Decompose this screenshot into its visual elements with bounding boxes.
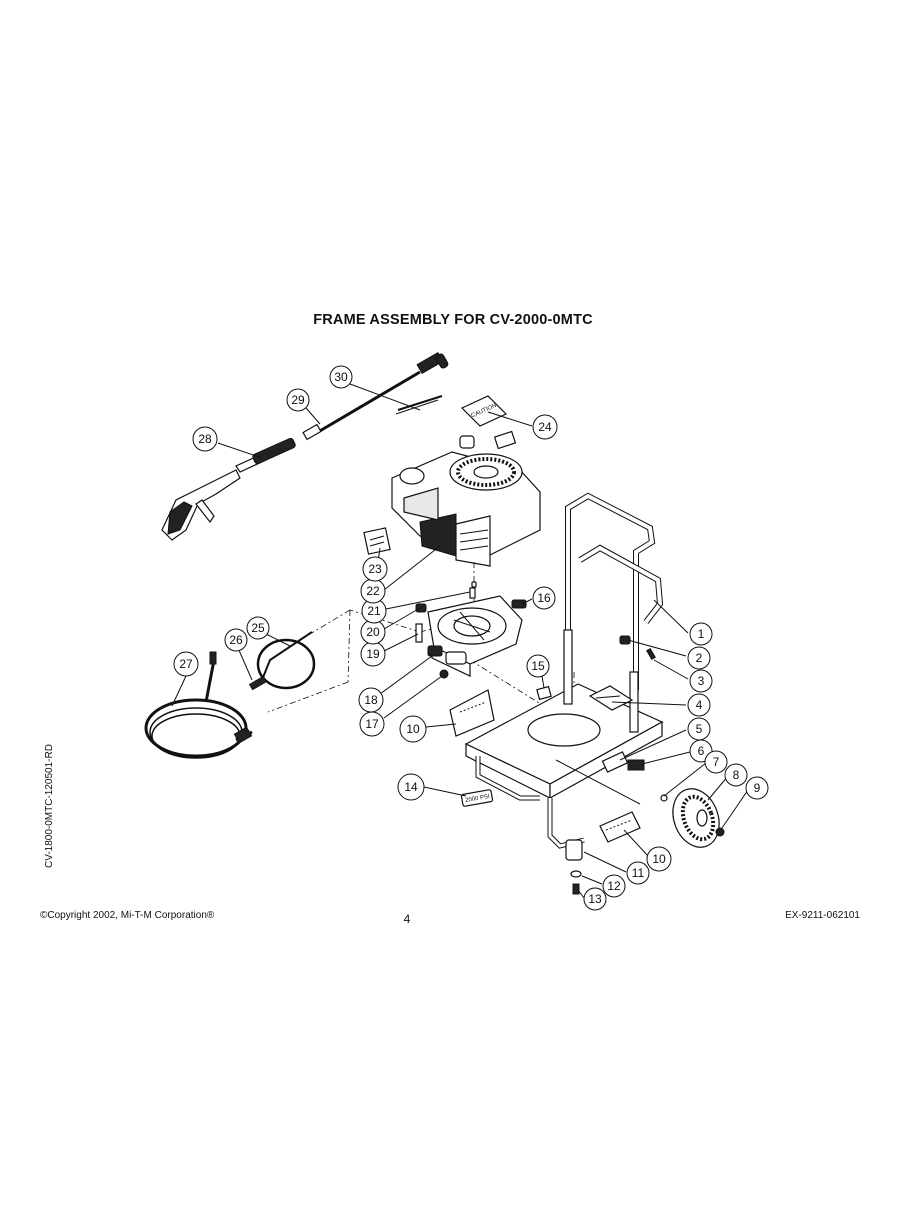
- callout-11: 11: [626, 861, 650, 885]
- callout-19: 19: [360, 641, 386, 667]
- svg-text:25: 25: [251, 621, 265, 635]
- svg-text:10: 10: [652, 852, 666, 866]
- svg-text:27: 27: [179, 657, 193, 671]
- svg-text:30: 30: [334, 370, 348, 384]
- callout-27: 27: [173, 651, 199, 677]
- svg-text:14: 14: [404, 780, 418, 794]
- callout-10a: 10: [399, 715, 427, 743]
- leader-lines: [171, 383, 749, 899]
- callout-25: 25: [246, 616, 270, 640]
- svg-text:8: 8: [733, 768, 740, 782]
- callout-26: 26: [224, 628, 248, 652]
- svg-text:20: 20: [366, 625, 380, 639]
- svg-text:3: 3: [698, 674, 705, 688]
- callout-22: 22: [360, 578, 386, 604]
- document-code: EX-9211-062101: [785, 910, 860, 921]
- callout-14: 14: [397, 773, 425, 801]
- svg-text:1: 1: [698, 627, 705, 641]
- engine: [391, 430, 541, 567]
- callout-3: 3: [689, 669, 713, 693]
- caution-decal: CAUTION: [460, 395, 508, 427]
- callout-10b: 10: [646, 846, 672, 872]
- svg-text:10: 10: [406, 722, 420, 736]
- wheel: [660, 788, 725, 848]
- callout-8: 8: [724, 763, 748, 787]
- callout-16: 16: [532, 586, 556, 610]
- svg-text:13: 13: [588, 892, 602, 906]
- callout-4: 4: [687, 693, 711, 717]
- svg-text:19: 19: [366, 647, 380, 661]
- callout-28: 28: [192, 426, 218, 452]
- svg-text:28: 28: [198, 432, 212, 446]
- svg-text:7: 7: [713, 755, 720, 769]
- svg-text:24: 24: [538, 420, 552, 434]
- svg-text:22: 22: [366, 584, 380, 598]
- callout-24: 24: [532, 414, 558, 440]
- svg-text:5: 5: [696, 722, 703, 736]
- callout-18: 18: [358, 687, 384, 713]
- callout-2: 2: [687, 646, 711, 670]
- svg-text:15: 15: [531, 659, 545, 673]
- svg-text:4: 4: [696, 698, 703, 712]
- svg-text:23: 23: [368, 562, 382, 576]
- svg-text:29: 29: [291, 393, 305, 407]
- callout-20: 20: [360, 619, 386, 645]
- svg-text:17: 17: [365, 717, 379, 731]
- spray-wand: [302, 351, 449, 441]
- callout-29: 29: [286, 388, 310, 412]
- callout-9: 9: [745, 776, 769, 800]
- svg-text:26: 26: [229, 633, 243, 647]
- callout-1: 1: [689, 622, 713, 646]
- svg-text:12: 12: [607, 879, 621, 893]
- svg-text:16: 16: [537, 591, 551, 605]
- callout-30: 30: [329, 365, 353, 389]
- side-document-code: CV-1800-0MTC-120501-RD: [44, 744, 55, 868]
- pump: [427, 595, 527, 679]
- svg-text:18: 18: [364, 693, 378, 707]
- pressure-decal-text: 2000 PSI: [465, 794, 491, 804]
- copyright-notice: ©Copyright 2002, Mi-T-M Corporation®: [40, 910, 215, 921]
- callout-12: 12: [602, 874, 626, 898]
- svg-text:21: 21: [367, 604, 381, 618]
- pressure-decal: 2000 PSI: [460, 789, 494, 807]
- hoses: [144, 631, 316, 759]
- svg-text:2: 2: [696, 651, 703, 665]
- spray-gun: [161, 437, 296, 541]
- svg-text:9: 9: [754, 781, 761, 795]
- callout-13: 13: [583, 887, 607, 911]
- callout-23: 23: [362, 556, 388, 582]
- page-number: 4: [403, 912, 411, 926]
- callout-7: 7: [704, 750, 728, 774]
- page-title: FRAME ASSEMBLY FOR CV-2000-0MTC: [313, 312, 593, 328]
- callout-5: 5: [687, 717, 711, 741]
- svg-text:11: 11: [632, 866, 645, 880]
- callout-17: 17: [359, 711, 385, 737]
- callout-21: 21: [361, 598, 387, 624]
- callout-15: 15: [526, 654, 550, 678]
- svg-text:6: 6: [698, 744, 705, 758]
